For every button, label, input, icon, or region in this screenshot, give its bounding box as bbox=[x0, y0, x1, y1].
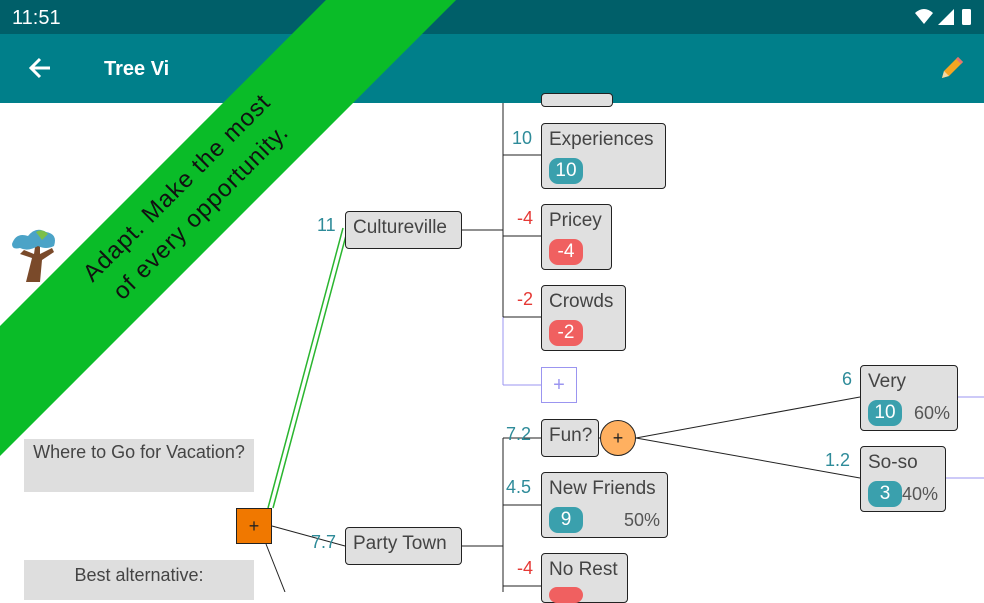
signal-icon bbox=[938, 9, 954, 25]
score-badge: 10 bbox=[868, 400, 902, 426]
probability-text: 50% bbox=[623, 510, 660, 530]
edge-value-cultureville: 11 bbox=[317, 215, 336, 235]
question-text: Where to Go for Vacation? bbox=[33, 442, 245, 462]
edge-value-party-town: 7.7 bbox=[311, 532, 337, 552]
best-alternative-note: Best alternative: bbox=[24, 560, 254, 600]
node-label: Experiences bbox=[549, 129, 654, 150]
tree-logo-icon bbox=[12, 229, 55, 282]
decision-node[interactable]: + bbox=[236, 508, 272, 544]
score-badge: 3 bbox=[868, 481, 902, 507]
chance-node[interactable]: + bbox=[600, 420, 636, 456]
node-label: Fun? bbox=[549, 425, 593, 446]
edge-value-experiences: 10 bbox=[512, 128, 533, 148]
node-label: So-so bbox=[868, 452, 918, 473]
partial-node-top[interactable] bbox=[541, 93, 613, 107]
score-badge: 9 bbox=[549, 507, 583, 533]
add-node-button[interactable]: + bbox=[541, 367, 577, 403]
node-label: Very bbox=[868, 371, 907, 392]
score-badge: -2 bbox=[549, 320, 583, 346]
probability-text: 40% bbox=[901, 484, 938, 504]
edge-value-no-rest: -4 bbox=[517, 558, 534, 578]
edge-value-fun: 7.2 bbox=[506, 424, 532, 444]
probability-text: 60% bbox=[913, 403, 950, 423]
pencil-icon[interactable] bbox=[936, 52, 968, 84]
node-label: Crowds bbox=[549, 291, 614, 312]
edge-value-very: 6 bbox=[842, 369, 853, 389]
node-label: No Rest bbox=[549, 559, 618, 580]
node-no-rest[interactable]: No Rest bbox=[541, 553, 628, 603]
edge-value-crowds: -2 bbox=[517, 289, 534, 309]
node-label: Pricey bbox=[549, 210, 602, 231]
node-new-friends[interactable]: New Friends 9 50% bbox=[541, 472, 668, 538]
node-cultureville[interactable]: Cultureville bbox=[345, 211, 462, 249]
node-so-so[interactable]: So-so 3 40% bbox=[860, 446, 946, 512]
question-note: Where to Go for Vacation? bbox=[24, 439, 254, 492]
node-experiences[interactable]: Experiences 10 bbox=[541, 123, 666, 189]
node-very[interactable]: Very 10 60% bbox=[860, 365, 958, 431]
tree-connectors bbox=[265, 103, 984, 592]
score-badge bbox=[549, 587, 583, 603]
back-arrow-icon[interactable] bbox=[24, 52, 56, 84]
app-bar: Tree Vi bbox=[0, 34, 984, 103]
edge-value-new-friends: 4.5 bbox=[506, 477, 532, 497]
node-label: Cultureville bbox=[353, 217, 447, 238]
edge-value-so-so: 1.2 bbox=[825, 450, 851, 470]
battery-icon bbox=[962, 9, 971, 25]
node-label: New Friends bbox=[549, 478, 656, 499]
tree-canvas[interactable]: Where to Go for Vacation? Best alternati… bbox=[0, 93, 984, 603]
wifi-icon bbox=[915, 9, 933, 24]
score-badge: 10 bbox=[549, 158, 583, 184]
node-fun[interactable]: Fun? bbox=[541, 419, 599, 457]
status-bar: 11:51 bbox=[0, 0, 984, 34]
node-party-town[interactable]: Party Town bbox=[345, 527, 462, 565]
node-crowds[interactable]: Crowds -2 bbox=[541, 285, 626, 351]
status-time: 11:51 bbox=[12, 7, 61, 29]
page-title: Tree Vi bbox=[104, 58, 170, 80]
status-icons bbox=[915, 9, 971, 25]
edge-value-pricey: -4 bbox=[517, 208, 534, 228]
score-badge: -4 bbox=[549, 239, 583, 265]
node-label: Party Town bbox=[353, 533, 447, 554]
node-pricey[interactable]: Pricey -4 bbox=[541, 204, 612, 270]
best-alternative-text: Best alternative: bbox=[74, 565, 204, 585]
